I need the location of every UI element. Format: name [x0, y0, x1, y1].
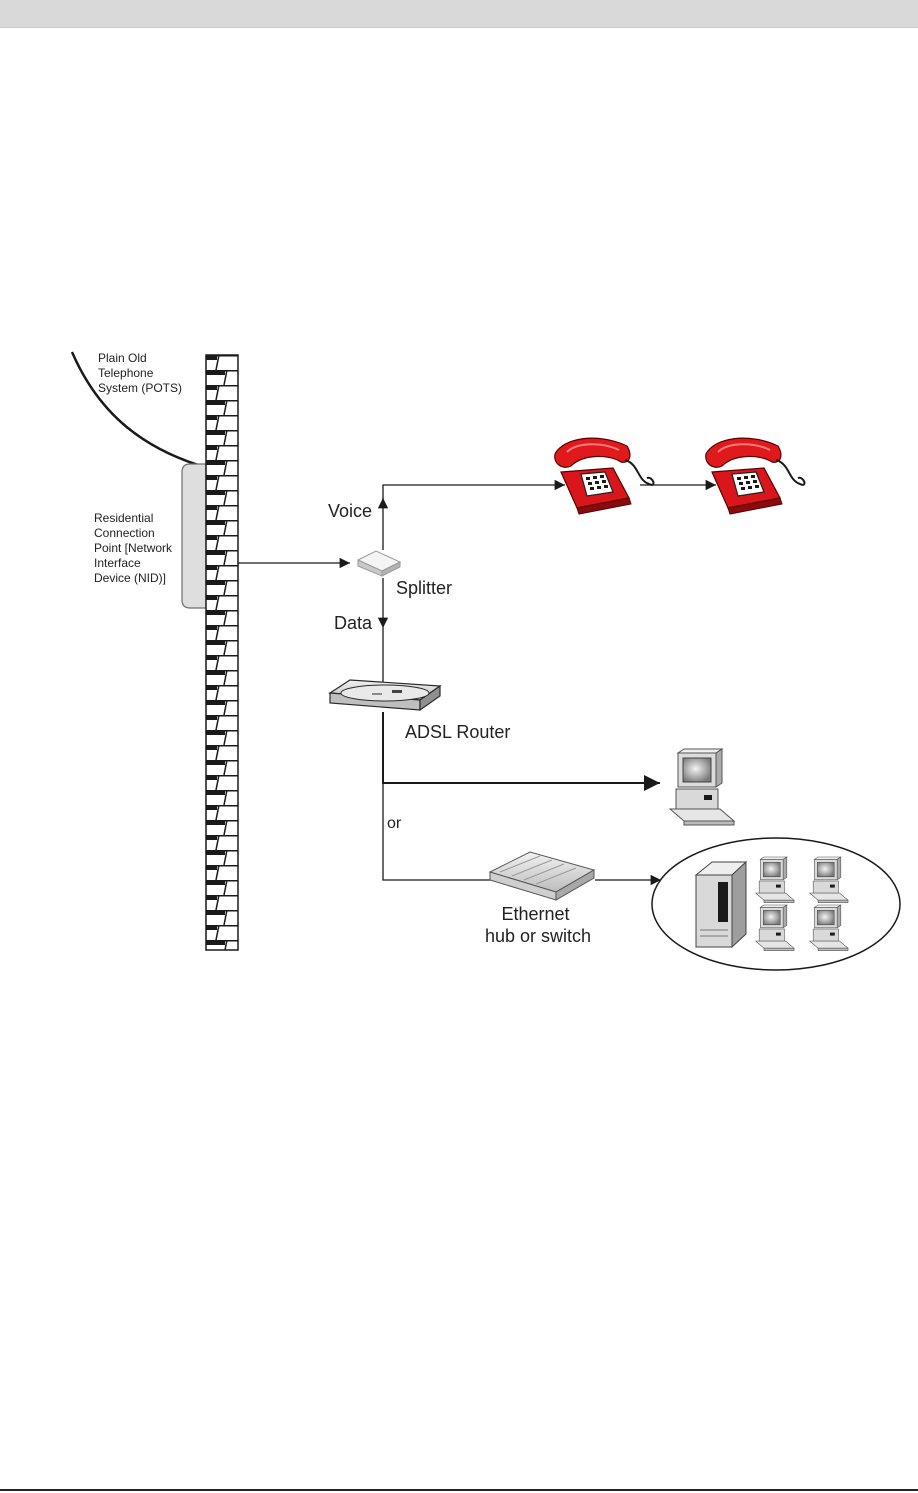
hub-label: Ethernet hub or switch [485, 904, 591, 946]
page-header-bar [0, 0, 918, 28]
telephone-icon [704, 437, 806, 515]
adsl-router-icon [328, 679, 442, 712]
computer-icon [669, 748, 735, 826]
splitter-label: Splitter [396, 578, 452, 598]
or-label: or [387, 815, 402, 832]
voice-line [382, 479, 565, 500]
pots-line [70, 351, 199, 467]
data-label: Data [334, 613, 373, 633]
router-label: ADSL Router [405, 722, 510, 742]
page-footer-rule [0, 1489, 918, 1491]
server-icon [694, 860, 748, 949]
router-to-hub-line [382, 783, 492, 881]
telephone-icon [553, 437, 655, 515]
nid-box [181, 463, 207, 609]
voice-label: Voice [328, 501, 372, 521]
pots-label: Plain Old Telephone System (POTS) [98, 351, 182, 395]
splitter-icon [356, 550, 402, 577]
wall-icon [205, 354, 239, 951]
ethernet-hub-icon [488, 851, 596, 901]
nid-label: Residential Connection Point [Network In… [94, 511, 175, 585]
